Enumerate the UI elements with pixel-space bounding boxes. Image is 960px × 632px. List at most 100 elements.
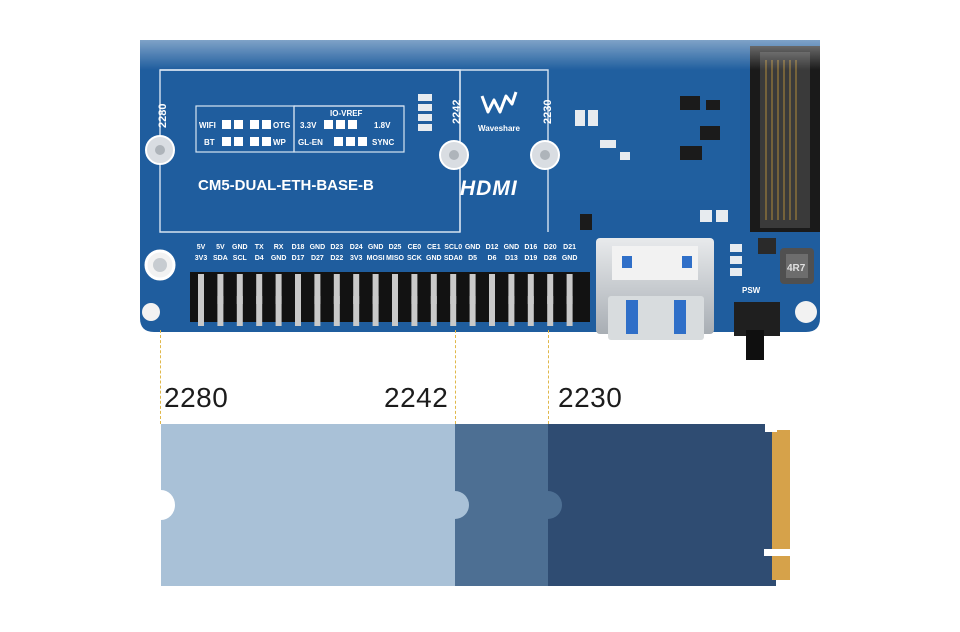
gpio-pin <box>198 296 204 326</box>
gpio-pin <box>275 274 282 304</box>
gpio-pin <box>353 274 360 304</box>
gpio-pin <box>295 274 301 304</box>
silk-marker-2242: 2242 <box>451 100 463 124</box>
gpio-label: MISO <box>386 255 404 262</box>
size-label-2230: 2230 <box>558 382 623 413</box>
gpio-pin <box>295 296 301 326</box>
pcb-trace-area <box>460 50 740 200</box>
switch-block <box>195 105 405 153</box>
ssd-gold-contacts <box>772 430 790 580</box>
inductor-marking: 4R7 <box>787 263 806 274</box>
silk-marker-2280: 2280 <box>157 104 169 128</box>
label-gl-en: GL-EN <box>298 138 323 147</box>
gpio-label: GND <box>465 244 481 251</box>
ssd-segment-2242 <box>455 424 549 586</box>
gpio-label: SCL <box>233 255 248 262</box>
gpio-label: CE0 <box>408 244 422 251</box>
inductor <box>780 248 814 284</box>
gpio-pin <box>392 296 398 326</box>
gpio-label: D19 <box>524 255 537 262</box>
gpio-label: D12 <box>486 244 499 251</box>
size-label-2280: 2280 <box>164 382 229 413</box>
gpio-pin <box>430 296 437 326</box>
gpio-label: 5V <box>197 244 206 251</box>
gpio-label: D4 <box>255 255 264 262</box>
label-1v8: 1.8V <box>374 121 391 130</box>
gpio-label: D16 <box>524 244 537 251</box>
notch-2242 <box>455 491 469 519</box>
gpio-pin <box>392 274 398 304</box>
gpio-label: GND <box>310 244 326 251</box>
brand-text: Waveshare <box>478 124 521 133</box>
gpio-pin <box>489 274 495 304</box>
gpio-label: 5V <box>216 244 225 251</box>
size-label-2242: 2242 <box>384 382 449 413</box>
gpio-pin <box>217 274 224 304</box>
gpio-pin <box>333 296 340 326</box>
gpio-pin <box>450 296 457 326</box>
m2-connector <box>750 46 820 254</box>
label-bt: BT <box>204 138 215 147</box>
gpio-label: GND <box>504 244 520 251</box>
ssd-corner-notch-top <box>765 424 777 432</box>
gpio-label: D20 <box>544 244 557 251</box>
gpio-pin <box>527 296 534 326</box>
gpio-pin <box>314 274 321 304</box>
gpio-pin <box>256 274 263 304</box>
gpio-pin <box>411 274 418 304</box>
gpio-pin <box>314 296 321 326</box>
label-psw: PSW <box>742 286 761 295</box>
gpio-pin <box>333 274 340 304</box>
gpio-pin <box>547 296 554 326</box>
gpio-label: SCL0 <box>444 244 462 251</box>
gpio-label: D13 <box>505 255 518 262</box>
gpio-label: GND <box>368 244 384 251</box>
silk-marker-2230: 2230 <box>542 100 554 124</box>
gpio-pin <box>566 274 573 304</box>
board-model: CM5-DUAL-ETH-BASE-B <box>198 177 374 194</box>
gpio-label: GND <box>562 255 578 262</box>
gpio-label: GND <box>271 255 287 262</box>
gpio-pin <box>198 274 204 304</box>
gpio-label: TX <box>255 244 264 251</box>
gpio-pin <box>275 296 282 326</box>
carrier-board: 2280 2242 2230 WIFI BT OTG WP IO-VREF 3.… <box>0 0 960 360</box>
gpio-label: 3V3 <box>350 255 363 262</box>
guide-line-2280 <box>160 330 161 424</box>
label-wp: WP <box>273 138 287 147</box>
notch-2230 <box>548 491 562 519</box>
gpio-label: SDA <box>213 255 228 262</box>
gpio-label: D18 <box>292 244 305 251</box>
gpio-label: D17 <box>292 255 305 262</box>
gpio-pin <box>353 296 360 326</box>
label-wifi: WIFI <box>199 121 216 130</box>
gpio-pin <box>469 274 476 304</box>
ssd-segment-2280 <box>161 424 456 586</box>
usb-port <box>596 238 714 340</box>
smd-components <box>418 94 742 276</box>
gpio-label: D26 <box>544 255 557 262</box>
gpio-label: D24 <box>350 244 363 251</box>
gpio-pin <box>411 296 418 326</box>
gpio-label: D25 <box>389 244 402 251</box>
notch-2280 <box>147 490 175 520</box>
gpio-label: D5 <box>468 255 477 262</box>
gpio-label: CE1 <box>427 244 441 251</box>
hdmi-logo: HDMI <box>460 177 518 200</box>
gpio-pin <box>236 296 243 326</box>
gpio-pin <box>489 296 495 326</box>
gpio-label: D21 <box>563 244 576 251</box>
gpio-pin <box>372 296 379 326</box>
gpio-pin <box>566 296 573 326</box>
label-otg: OTG <box>273 121 290 130</box>
gpio-label: D27 <box>311 255 324 262</box>
label-io-vref: IO-VREF <box>330 109 363 118</box>
guide-line-2230 <box>548 330 549 424</box>
gpio-label: SCK <box>407 255 422 262</box>
ssd-segment-2230 <box>548 424 776 586</box>
label-3v3: 3.3V <box>300 121 317 130</box>
gpio-label: D23 <box>330 244 343 251</box>
gpio-label: GND <box>232 244 248 251</box>
top-fade <box>0 0 960 70</box>
gpio-label: 3V3 <box>195 255 208 262</box>
